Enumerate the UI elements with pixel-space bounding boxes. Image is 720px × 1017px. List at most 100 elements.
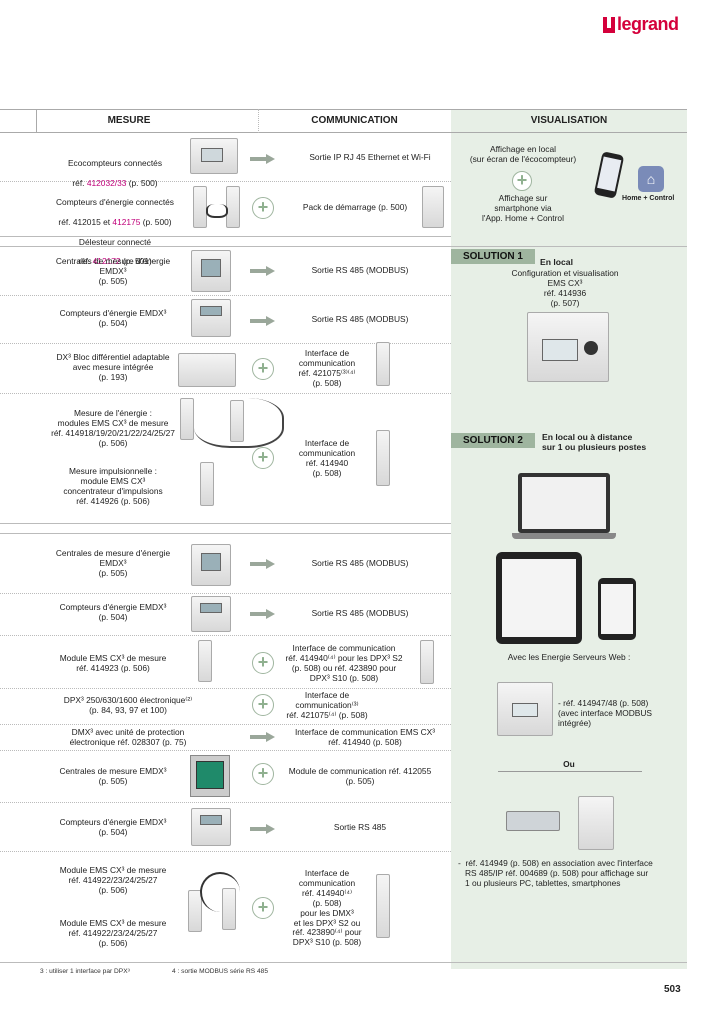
page-number: 503: [664, 984, 681, 995]
dmx3-protection: DMX³ avec unité de protection électroniq…: [69, 727, 187, 747]
sensor-cables-icon: [200, 872, 240, 912]
plus-icon: +: [252, 652, 274, 674]
interface-module-device: [376, 874, 390, 938]
din-module-device: [193, 186, 207, 228]
comm-interface-414940-dpx: Interface de communication réf. 414940⁽⁴…: [285, 643, 403, 683]
solution-2-title: En local ou à distance sur 1 ou plusieur…: [542, 432, 647, 453]
comm-interface-414940-dmx: Interface de communication réf. 414940⁽⁴…: [292, 868, 362, 948]
section-divider: [0, 523, 451, 524]
plus-icon: +: [512, 171, 532, 191]
ref-link[interactable]: 412175: [112, 216, 141, 227]
compteurs-emdx: Compteurs d'énergie EMDX³ (p. 504): [59, 308, 167, 328]
laptop-icon: [518, 473, 610, 533]
vis-local: Affichage en local (sur écran de l'écoco…: [469, 144, 577, 164]
plus-icon: +: [252, 694, 274, 716]
arrow-icon: [250, 559, 276, 569]
solution-1-title: En local: [540, 257, 573, 267]
module-ems-414922: Module EMS CX³ de mesure réf. 414922/23/…: [59, 918, 167, 948]
solution-1-desc: Configuration et visualisation EMS CX³ r…: [511, 268, 619, 308]
mesure-energie-ems: Mesure de l'énergie : modules EMS CX³ de…: [51, 408, 175, 448]
solution-2-badge: SOLUTION 2: [451, 433, 535, 448]
compteurs-emdx: Compteurs d'énergie EMDX³ (p. 504): [59, 602, 167, 622]
sensor-cables-icon: [194, 398, 284, 448]
comm-rs485: Sortie RS 485 (MODBUS): [311, 558, 409, 568]
arrow-icon: [250, 316, 276, 326]
ref-link[interactable]: 412032/33: [86, 177, 127, 188]
ems-module-device: [198, 640, 212, 682]
comm-interface-421075: Interface de communication réf. 421075⁽³…: [298, 348, 356, 388]
legrand-logo: legrand: [603, 14, 679, 35]
ref-link[interactable]: 412172: [92, 256, 121, 267]
ecocompteur-device: [190, 138, 238, 174]
energie-serveurs-label: Avec les Energie Serveurs Web :: [507, 652, 631, 662]
emdx-meter-device: [191, 596, 231, 632]
plus-icon: +: [252, 897, 274, 919]
section-divider: [0, 962, 687, 963]
plus-icon: +: [252, 358, 274, 380]
comm-interface-ems-cx3: Interface de communication EMS CX³ réf. …: [294, 727, 436, 747]
emdx-meter-device: [191, 808, 231, 846]
cable-icon: [206, 204, 228, 218]
section-divider: [0, 533, 451, 534]
header-communication: COMMUNICATION: [258, 109, 451, 133]
plus-icon: +: [252, 447, 274, 469]
visualisation-column-bg: [451, 109, 687, 969]
section-divider: [0, 246, 687, 247]
solution-1-badge: SOLUTION 1: [451, 249, 535, 264]
legrand-logo-mark: [603, 16, 615, 33]
dx3-bloc-differentiel: DX³ Bloc différentiel adaptable avec mes…: [56, 352, 170, 382]
arrow-icon: [250, 732, 276, 742]
comm-rs485: Sortie RS 485 (MODBUS): [311, 608, 409, 618]
vis-smartphone: Affichage sur smartphone via l'App. Home…: [482, 193, 564, 223]
compteurs-emdx: Compteurs d'énergie EMDX³ (p. 504): [59, 817, 167, 837]
header-mesure: MESURE: [0, 109, 258, 133]
brand-name: legrand: [617, 14, 679, 34]
footnote-4: 4 : sortie MODBUS série RS 485: [172, 968, 269, 975]
emdx-central-device: [191, 250, 231, 292]
ems-module-device: [180, 398, 194, 440]
comm-module-412055: Module de communication réf. 412055 (p. …: [288, 766, 432, 786]
interface-module-device: [376, 342, 390, 386]
ems-display-device: [527, 312, 609, 382]
arrow-icon: [250, 824, 276, 834]
plus-icon: +: [252, 197, 274, 219]
centrales-emdx: Centrales de mesure d'énergie EMDX³ (p. …: [55, 256, 171, 286]
row-ecocompteurs: Ecocompteurs connectés réf. 412032/33 (p…: [67, 157, 163, 188]
mesure-impulsionnelle: Mesure impulsionnelle : module EMS CX³ c…: [63, 466, 163, 506]
starter-pack-device: [422, 186, 444, 228]
tablet-icon: [496, 552, 582, 644]
emdx-central-device: [190, 755, 230, 797]
interface-module-device: [420, 640, 434, 684]
module-ems-414922: Module EMS CX³ de mesure réf. 414922/23/…: [59, 865, 167, 895]
emdx-central-device: [191, 544, 231, 586]
comm-rs485: Sortie RS 485 (MODBUS): [311, 314, 409, 324]
energy-server-device: [497, 682, 553, 736]
footnote-3: 3 : utiliser 1 interface par DPX³: [40, 968, 130, 975]
section-divider: [0, 236, 451, 237]
ems-module-device: [230, 400, 244, 442]
ems-module-device: [188, 890, 202, 932]
ou-label: Ou: [563, 759, 575, 769]
home-control-app-icon[interactable]: ⌂: [638, 166, 664, 192]
row-compteurs-connectes: Compteurs d'énergie connectés réf. 41201…: [56, 196, 174, 267]
centrales-emdx-412055: Centrales de mesure EMDX³ (p. 505): [59, 766, 167, 786]
centrales-emdx: Centrales de mesure d'énergie EMDX³ (p. …: [55, 548, 171, 578]
comm-interface-421075: Interface de communication⁽³⁾ réf. 42107…: [286, 690, 368, 720]
app-label: Home + Control: [622, 195, 675, 202]
dx3-block-device: [178, 353, 236, 387]
interface-module-device: [376, 430, 390, 486]
plus-icon: +: [252, 763, 274, 785]
energy-server-ref1: - réf. 414947/48 (p. 508) (avec interfac…: [558, 698, 653, 728]
arrow-icon: [250, 266, 276, 276]
dpx3-electronique: DPX³ 250/630/1600 électronique⁽²⁾ (p. 84…: [63, 695, 193, 715]
emdx-meter-device: [191, 299, 231, 337]
din-module-device: [226, 186, 240, 228]
module-ems-414923: Module EMS CX³ de mesure réf. 414923 (p.…: [59, 653, 167, 673]
header-visualisation: VISUALISATION: [451, 109, 687, 133]
arrow-icon: [250, 609, 276, 619]
comm-ethernet-wifi: Sortie IP RJ 45 Ethernet et Wi-Fi: [309, 152, 431, 162]
rs485-ip-interface-device: [506, 811, 560, 831]
comm-rs485: Sortie RS 485 (MODBUS): [311, 265, 409, 275]
pulse-concentrator-device: [200, 462, 214, 506]
comm-interface-414940: Interface de communication réf. 414940 (…: [298, 438, 356, 478]
